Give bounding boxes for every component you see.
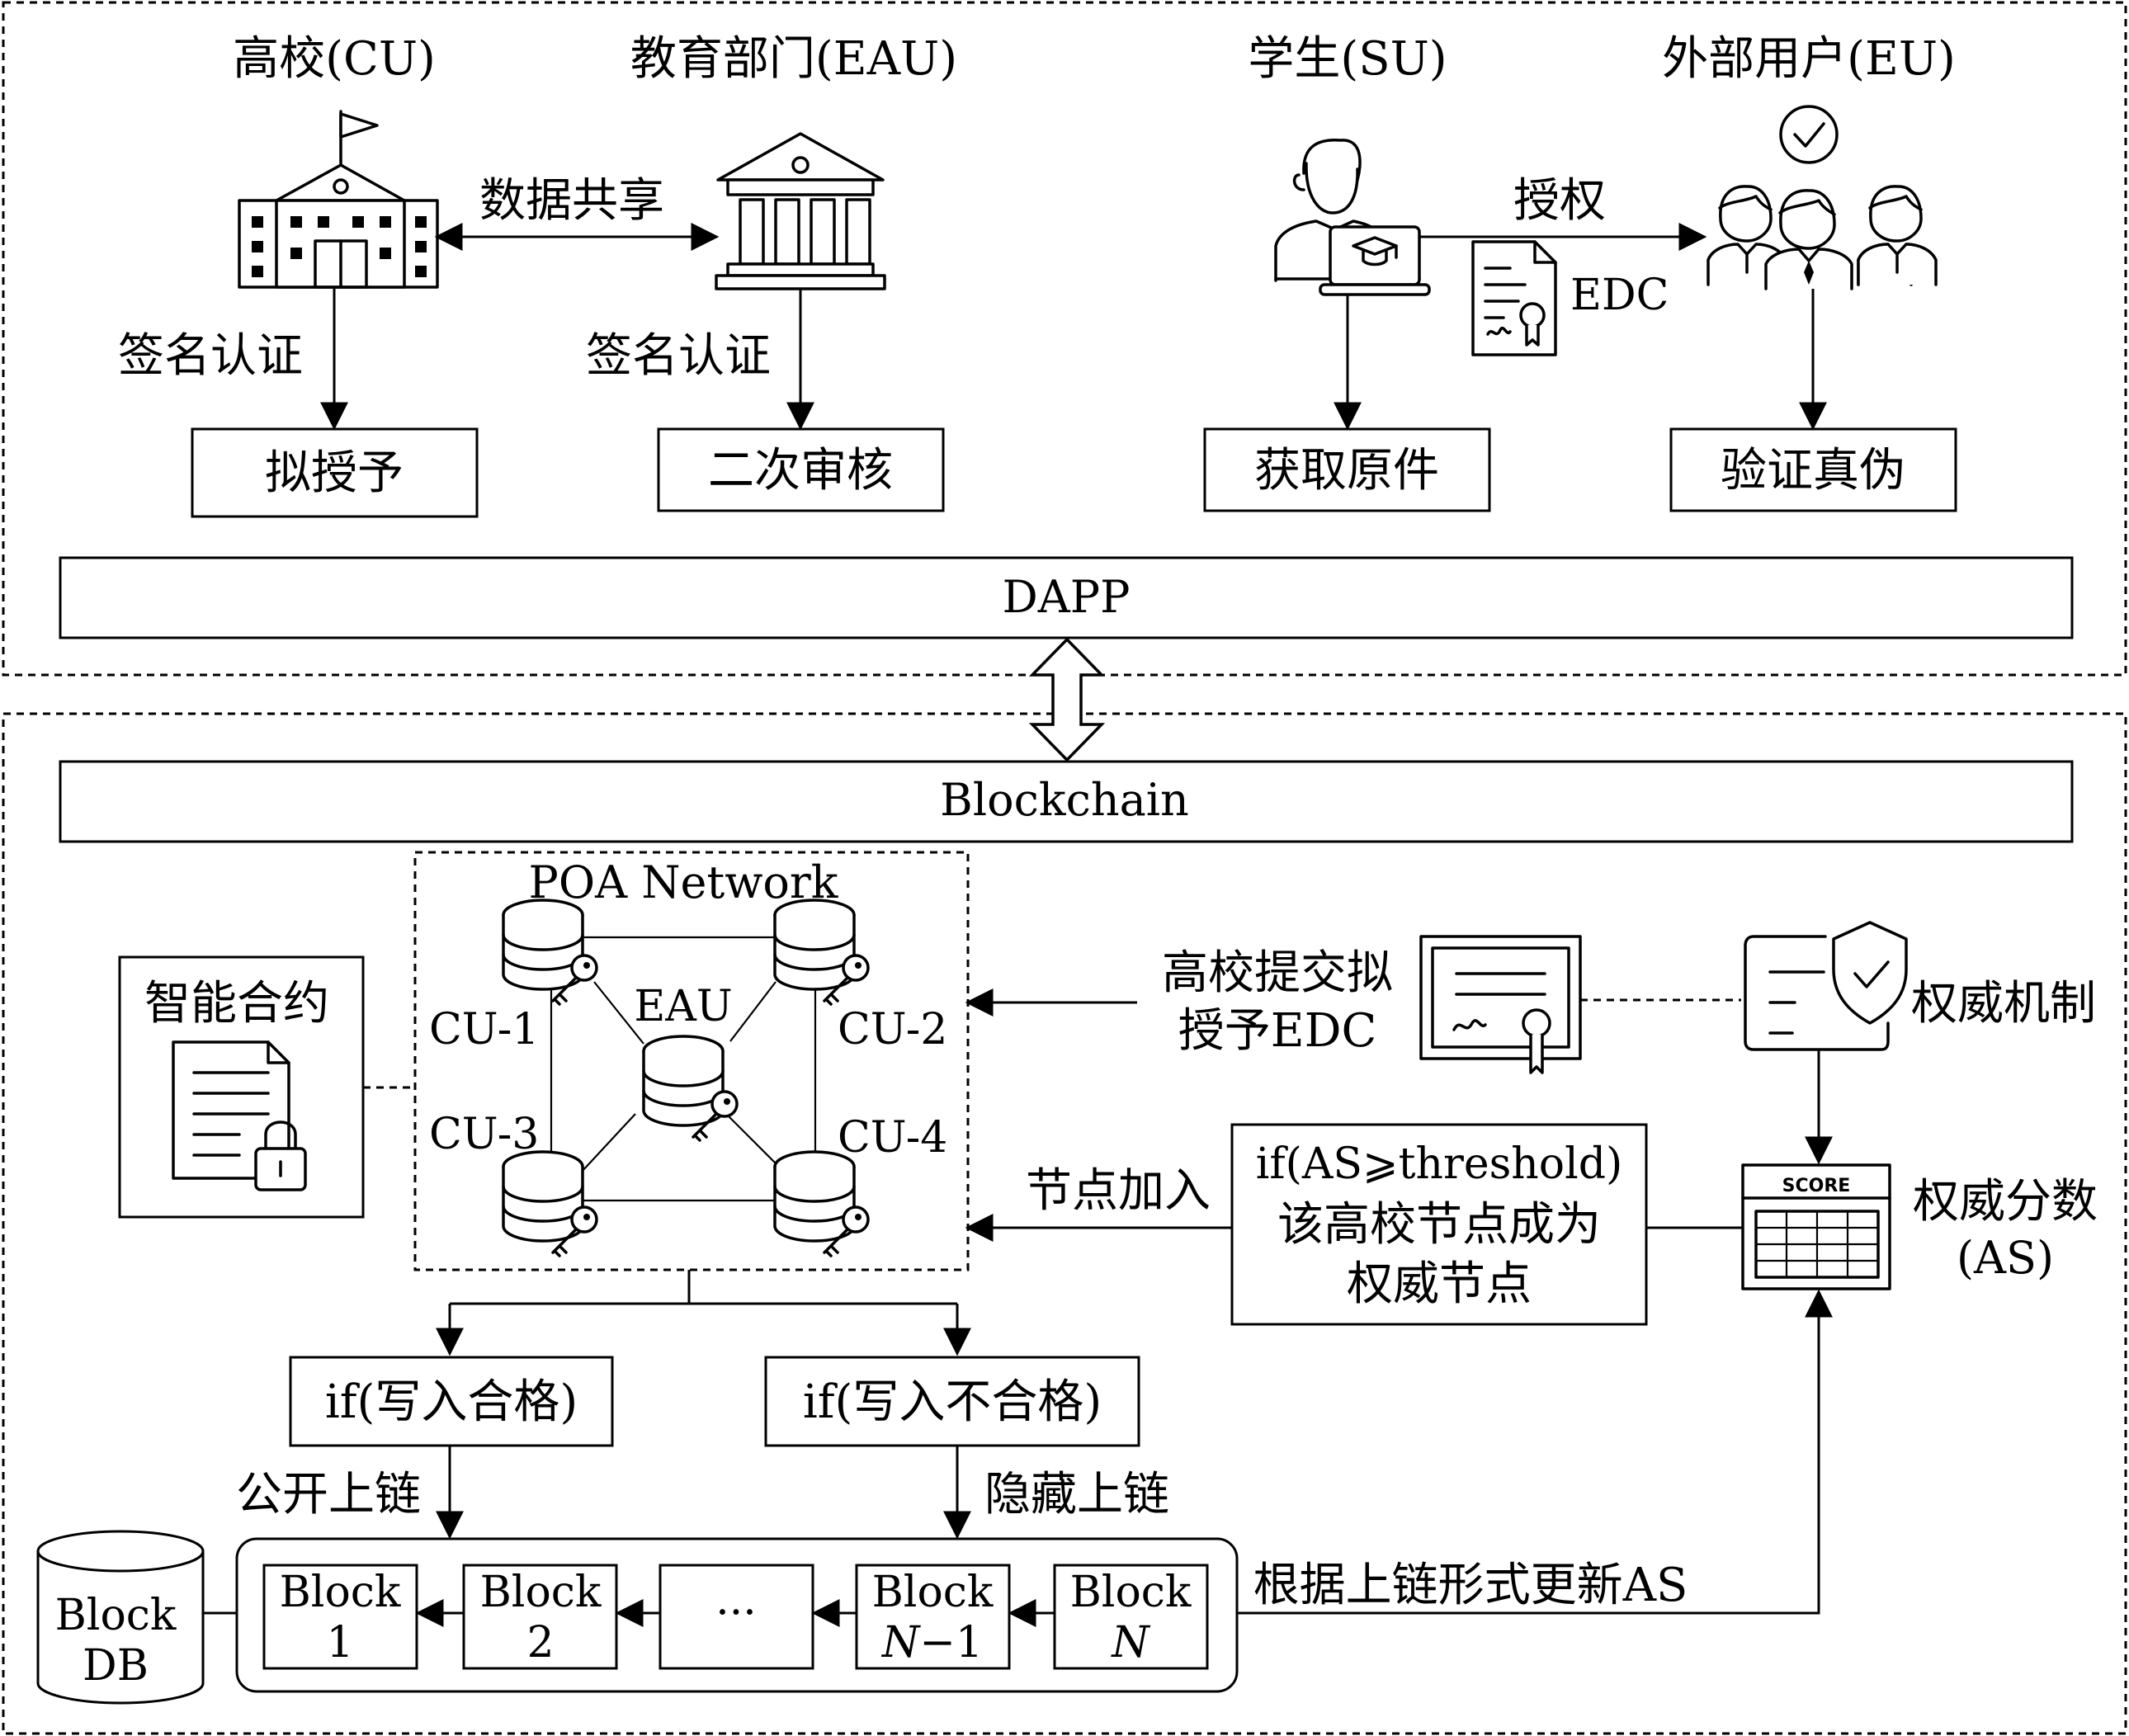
block-n-number: N <box>1110 1618 1150 1668</box>
role-cu-title: 高校(CU) <box>233 32 436 86</box>
authority-mechanism-label: 权威机制 <box>1911 977 2096 1031</box>
dapp-bar <box>59 556 2074 639</box>
write-branch-lines <box>450 1270 957 1305</box>
write-ok-box <box>289 1356 614 1447</box>
block-1-number: 1 <box>326 1618 353 1668</box>
write-ok-text: if(写入合格) <box>325 1375 578 1429</box>
write-bad-box <box>764 1356 1140 1447</box>
block-n-minus-1-number: N−1 <box>880 1618 983 1668</box>
poa-network-frame <box>413 851 970 1271</box>
authority-score-icon: SCORE <box>1741 1163 1891 1290</box>
threshold-condition-line3: 权威节点 <box>1347 1257 1532 1311</box>
node-join-label: 节点加入 <box>1026 1164 1211 1218</box>
threshold-condition-line2: 该高校节点成为 <box>1277 1198 1601 1252</box>
block-n-minus-1-n: N <box>880 1618 921 1668</box>
threshold-condition-line1: if(AS⩾threshold) <box>1256 1139 1623 1189</box>
verify-box <box>1669 427 1957 512</box>
node-cu1-label: CU-1 <box>429 1005 539 1054</box>
authority-mechanism-shield-icon <box>1744 921 1908 1051</box>
data-share-label: 数据共享 <box>479 174 664 228</box>
submit-edc-line2: 授予EDC <box>1178 1004 1377 1058</box>
node-cu1-database-icon <box>502 899 598 1006</box>
edc-certificate-icon <box>1471 240 1557 356</box>
threshold-condition-box <box>1230 1123 1648 1326</box>
blockchain-bar <box>59 760 2074 843</box>
dapp-blockchain-double-arrow <box>1028 637 1106 762</box>
node-eau-label: EAU <box>634 982 732 1031</box>
certificate-icon <box>1419 935 1582 1074</box>
review-box <box>657 427 945 512</box>
node-cu2-label: CU-2 <box>838 1005 947 1054</box>
eau-sign-label: 签名认证 <box>586 329 771 383</box>
update-as-arrow <box>1237 1289 1833 1615</box>
update-as-label: 根据上链形式更新AS <box>1253 1559 1688 1612</box>
block-1-word: Block <box>280 1568 401 1617</box>
edc-label: EDC <box>1570 271 1669 320</box>
block-1-box <box>262 1564 418 1670</box>
role-su-title: 学生(SU) <box>1248 32 1447 86</box>
block-db-cylinder <box>36 1530 205 1705</box>
public-chain-label: 公开上链 <box>236 1468 421 1521</box>
authority-score-label-line2: (AS) <box>1957 1232 2054 1284</box>
node-cu3-label: CU-3 <box>429 1110 539 1159</box>
block-n-word: Block <box>1070 1568 1192 1617</box>
verify-text: 验证真伪 <box>1721 444 1905 498</box>
block-n-box <box>1053 1564 1209 1670</box>
role-eau-title: 教育部门(EAU) <box>630 32 957 86</box>
propose-box <box>191 427 479 518</box>
block-db-line1: Block <box>55 1591 177 1640</box>
poa-network-links <box>549 936 817 1202</box>
smart-contract-label: 智能合约 <box>144 977 329 1031</box>
node-cu4-label: CU-4 <box>838 1113 947 1163</box>
cu-sign-label: 签名认证 <box>118 329 303 383</box>
poa-network-title: POA Network <box>529 856 839 908</box>
block-2-word: Block <box>480 1568 602 1617</box>
block-ellipsis-text: ··· <box>715 1588 757 1638</box>
authorize-label: 授权 <box>1513 174 1606 228</box>
submit-edc-line1: 高校提交拟 <box>1162 946 1393 1000</box>
obtain-box <box>1203 427 1491 512</box>
score-badge-text: SCORE <box>1782 1176 1851 1196</box>
block-db-line2: DB <box>83 1641 149 1691</box>
external-users-group-icon <box>1707 105 1938 290</box>
dapp-text: DAPP <box>1003 571 1131 623</box>
node-eau-database-icon <box>642 1035 739 1142</box>
university-building-icon <box>238 110 439 289</box>
node-cu3-database-icon <box>502 1150 598 1257</box>
write-bad-text: if(写入不合格) <box>803 1375 1102 1429</box>
student-with-laptop-icon <box>1274 138 1431 296</box>
contract-lock-document-icon <box>172 1040 307 1191</box>
node-cu2-database-icon <box>773 899 870 1006</box>
authority-score-label-line1: 权威分数 <box>1913 1175 2098 1229</box>
hidden-chain-label: 隐藏上链 <box>984 1468 1169 1521</box>
block-n-minus-1-word: Block <box>872 1568 994 1617</box>
obtain-text: 获取原件 <box>1254 444 1439 498</box>
review-text: 二次审核 <box>708 444 893 498</box>
block-2-number: 2 <box>526 1618 554 1668</box>
blockchain-text: Blockchain <box>940 774 1189 826</box>
block-ellipsis-box <box>659 1564 814 1670</box>
node-cu4-database-icon <box>773 1150 870 1257</box>
block-n-minus-1-rest: −1 <box>919 1618 983 1668</box>
propose-text: 拟授予 <box>265 446 404 500</box>
education-bureau-building-icon <box>715 132 886 290</box>
role-eu-title: 外部用户(EU) <box>1662 32 1956 86</box>
